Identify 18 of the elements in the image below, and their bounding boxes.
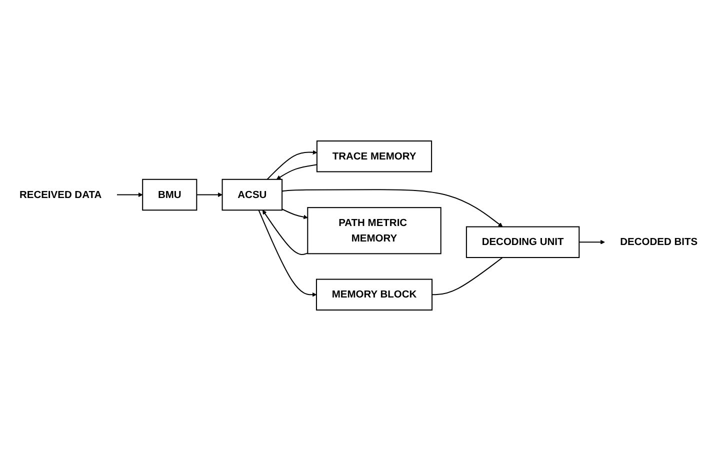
node-box: MEMORY BLOCK: [316, 278, 433, 311]
arrow: [117, 192, 143, 198]
node-box: DECODING UNIT: [466, 226, 580, 258]
arrow: [276, 164, 318, 180]
node-box: PATH METRIC MEMORY: [307, 207, 442, 254]
arrow: [282, 189, 503, 227]
node-box: TRACE MEMORY: [316, 140, 432, 172]
node-box: ACSU: [222, 178, 283, 211]
node-text: DECODED BITS: [620, 236, 698, 248]
arrow: [258, 210, 317, 297]
node-text: RECEIVED DATA: [19, 189, 102, 200]
arrow: [262, 210, 308, 256]
node-box: BMU: [142, 178, 198, 211]
arrow: [579, 240, 605, 244]
arrow: [196, 192, 222, 198]
arrow: [266, 150, 318, 180]
arrow: [282, 208, 308, 220]
connector: [432, 257, 503, 296]
